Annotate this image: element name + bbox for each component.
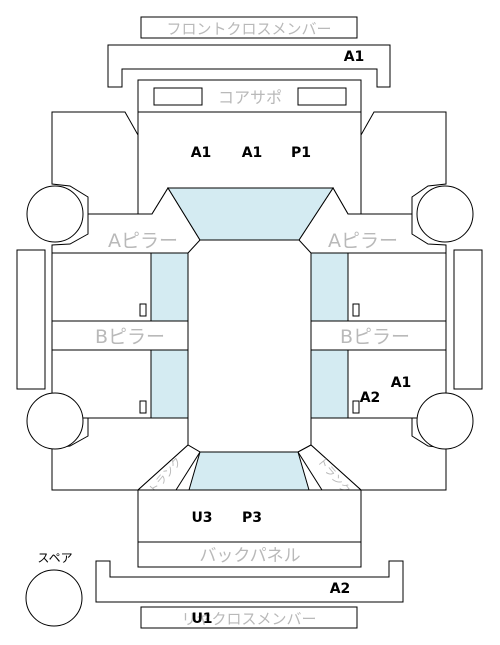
right-front-window[interactable] [310,252,349,322]
right-rear-wheel[interactable] [416,392,474,450]
rear-cross-member[interactable] [140,606,358,629]
spare-tire[interactable] [25,569,83,627]
left-rear-wheel[interactable] [26,392,84,450]
roof[interactable] [187,239,312,453]
left-front-door-handle [139,303,147,317]
front-bumper[interactable] [107,44,391,88]
right-side-sill[interactable] [453,249,483,390]
right-headlight [297,87,347,106]
left-rear-door-handle [139,400,147,414]
hood-code-3: P1 [291,145,311,161]
hood-code-2: A1 [242,145,263,161]
right-rear-window[interactable] [310,349,349,419]
trunk-code-1: U3 [191,510,212,526]
rear-cross-member-label: リヤクロスメンバー [181,610,316,628]
back-panel-label: バックパネル [199,546,300,566]
left-a-pillar-label: Aピラー [108,230,178,252]
left-rear-window[interactable] [150,349,189,419]
left-b-pillar-label: Bピラー [95,326,165,348]
right-front-wheel[interactable] [416,185,474,243]
right-rear-code-2: A2 [360,390,381,406]
core-support-label: コアサポ [218,88,282,107]
left-front-wheel[interactable] [26,185,84,243]
left-front-window[interactable] [150,252,189,322]
hood-code-1: A1 [191,145,212,161]
rear-bumper[interactable] [95,560,404,603]
rear-cross-member-code: U1 [191,611,212,627]
right-front-fender[interactable] [360,111,447,215]
rear-window[interactable] [188,451,310,491]
left-b-pillar[interactable] [51,320,189,351]
trunk-lid[interactable] [137,489,362,543]
rear-bumper-code: A2 [330,581,351,597]
right-b-pillar-label: Bピラー [340,326,410,348]
spare-label: スペア [37,551,72,565]
right-a-pillar-label: Aピラー [328,230,398,252]
right-b-pillar[interactable] [310,320,447,351]
trunk-code-2: P3 [242,510,262,526]
right-rear-code-1: A1 [391,375,412,391]
back-panel[interactable] [137,541,362,568]
left-side-sill[interactable] [16,249,46,390]
right-front-door-handle [352,303,360,317]
front-cross-member[interactable] [140,16,358,39]
left-headlight [153,87,203,106]
front-cross-member-label: フロントクロスメンバー [166,20,331,38]
front-bumper-code: A1 [344,49,365,65]
right-rear-door-handle [352,400,360,414]
